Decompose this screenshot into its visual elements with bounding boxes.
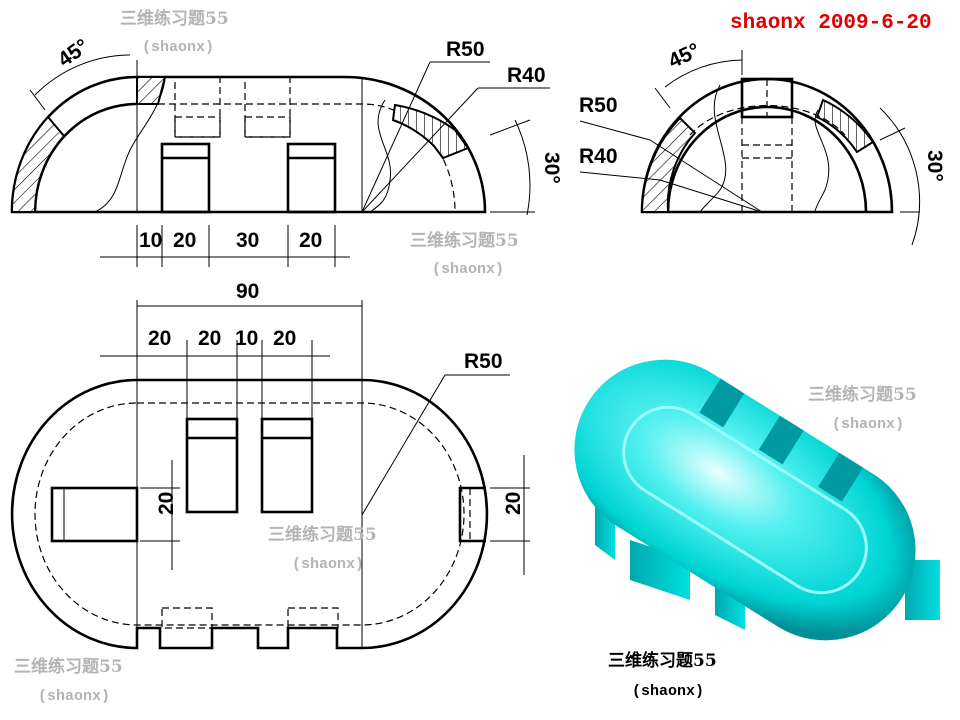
- caption: 三维练习题55 (shaonx): [608, 650, 717, 700]
- 3d-model: [574, 359, 940, 641]
- side-angle-label-30: 30°: [923, 150, 946, 182]
- svg-text:(shaonx): (shaonx): [38, 688, 110, 705]
- watermark: 三维练习题55 (shaonx): [410, 230, 519, 278]
- radius-label-r40: R40: [507, 64, 546, 87]
- front-dimension-chain: 10 20 30 20: [100, 225, 350, 267]
- slot-dim-right-20: 20: [502, 492, 525, 515]
- side-angle-label-45: 45°: [665, 39, 704, 73]
- watermark: 三维练习题55 (shaonx): [268, 524, 377, 573]
- svg-text:(shaonx): (shaonx): [142, 39, 214, 56]
- front-view: 45° 30° R50 R40 10 20 30 20: [10, 35, 563, 267]
- signature: shaonx 2009-6-20: [730, 12, 932, 35]
- top-dim-20: 20: [148, 327, 171, 350]
- svg-text:(shaonx): (shaonx): [432, 261, 504, 278]
- radius-label-r50: R50: [446, 38, 485, 61]
- side-radius-label-r40: R40: [579, 145, 618, 168]
- dim-30: 30: [236, 229, 259, 252]
- svg-text:三维练习题55: 三维练习题55: [608, 650, 717, 671]
- watermark: 三维练习题55 (shaonx): [14, 656, 123, 705]
- dim-overall-90: 90: [236, 280, 259, 303]
- dim-10: 10: [139, 229, 162, 252]
- svg-text:三维练习题55: 三维练习题55: [120, 8, 229, 29]
- side-radius-label-r50: R50: [579, 94, 618, 117]
- top-dim-10: 10: [235, 327, 258, 350]
- watermark: 三维练习题55 (shaonx): [120, 8, 229, 56]
- dim-20: 20: [299, 229, 322, 252]
- svg-text:(shaonx): (shaonx): [832, 416, 904, 433]
- svg-text:三维练习题55: 三维练习题55: [410, 230, 519, 251]
- angle-label-30: 30°: [540, 152, 563, 184]
- svg-text:(shaonx): (shaonx): [292, 556, 364, 573]
- svg-text:(shaonx): (shaonx): [632, 683, 704, 700]
- top-view: R50 90 20 20 10 20 20 20: [10, 280, 530, 650]
- top-dim-20: 20: [198, 327, 221, 350]
- top-dim-20: 20: [273, 327, 296, 350]
- watermark: 三维练习题55 (shaonx): [808, 384, 917, 433]
- side-view: 45° 30° R50 R40: [579, 39, 946, 246]
- svg-text:三维练习题55: 三维练习题55: [14, 656, 123, 677]
- slot-dim-left-20: 20: [155, 492, 178, 515]
- angle-label-45: 45°: [54, 35, 93, 72]
- svg-text:三维练习题55: 三维练习题55: [808, 384, 917, 405]
- dim-20: 20: [173, 229, 196, 252]
- top-radius-label-r50: R50: [464, 350, 503, 373]
- svg-text:三维练习题55: 三维练习题55: [268, 524, 377, 545]
